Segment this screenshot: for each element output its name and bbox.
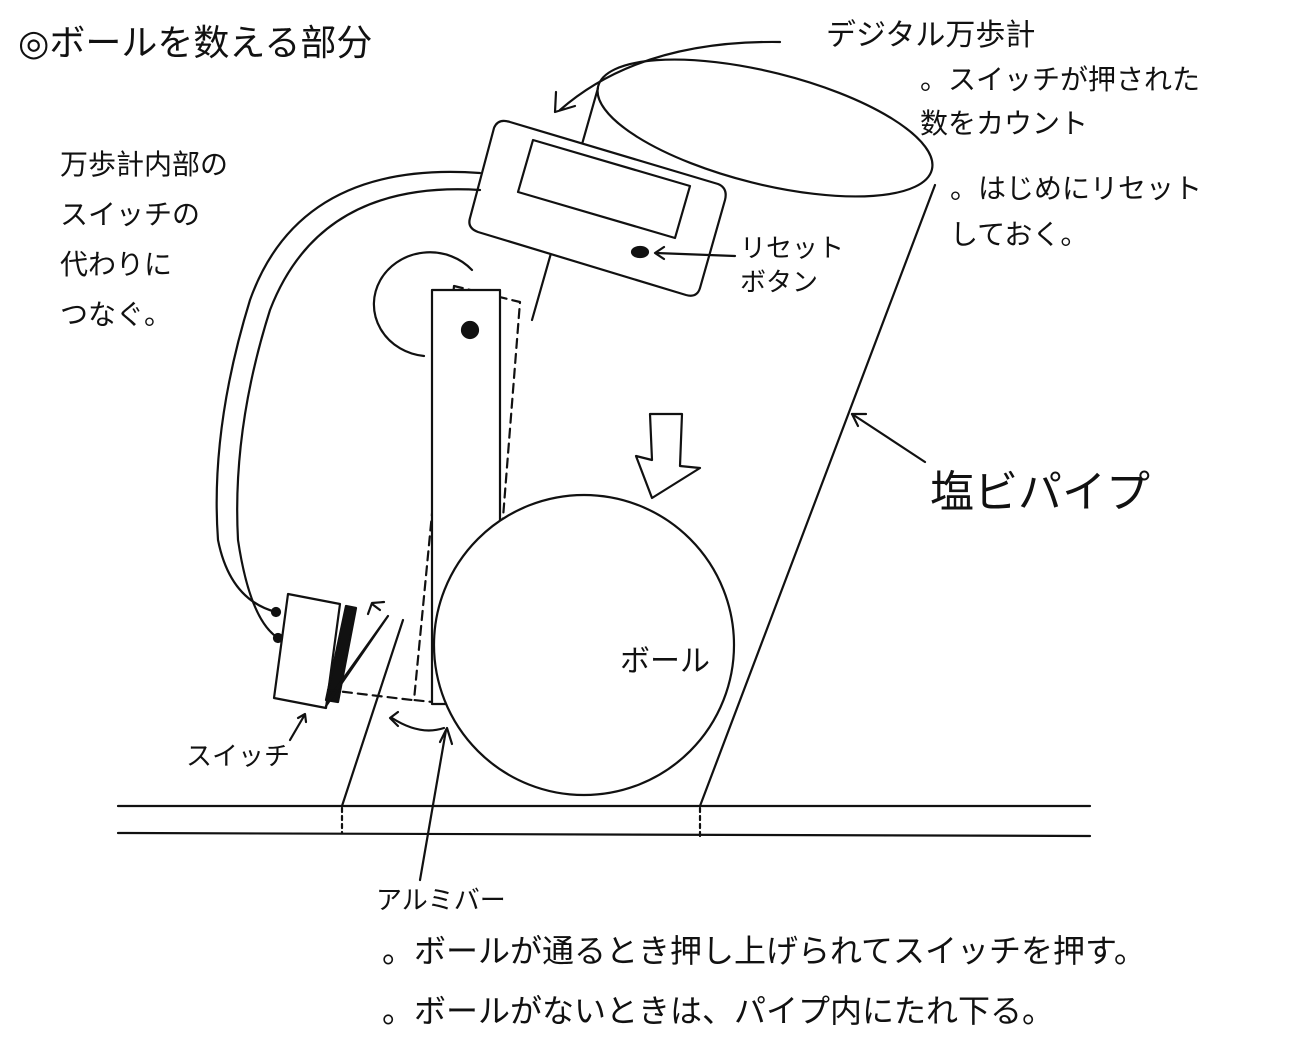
connection-wire (215, 170, 482, 644)
reset-button-label: リセット ボタン (740, 234, 845, 298)
dashed-links (326, 688, 414, 702)
pedometer-display (516, 138, 692, 240)
ball (432, 493, 736, 797)
switch-label: スイッチ (186, 742, 291, 772)
pivot-semicircle (372, 251, 474, 358)
pedometer-note-count: 。スイッチが押された 数をカウント (920, 63, 1201, 140)
pipe-label-arrow (850, 412, 927, 464)
swing-arrow (388, 710, 446, 732)
title: ◎ボールを数える部分 (18, 23, 373, 64)
switch-label-arrow (288, 712, 308, 742)
ball-label: ボール (620, 644, 710, 679)
digital-pedometer (468, 119, 727, 297)
pedometer-note-reset: 。はじめにリセット しておく。 (950, 172, 1203, 251)
switch (272, 592, 390, 710)
floor-lines (116, 804, 1092, 838)
ball-direction-arrow (634, 412, 702, 500)
bar-note-push: 。ボールが通るとき押し上げられてスイッチを押す。 (382, 932, 1146, 970)
bar-note-hang: 。ボールがないときは、パイプ内にたれ下る。 (382, 992, 1055, 1030)
pedometer-arrow (553, 40, 782, 114)
reset-arrow (653, 245, 737, 261)
reset-button-dot (630, 245, 650, 259)
pipe-label: 塩ビパイプ (930, 467, 1150, 518)
switch-lever-arrow (366, 600, 386, 616)
bar-label: アルミバー (376, 886, 506, 916)
pedometer-label: デジタル万歩計 (826, 18, 1036, 53)
wire-note: 万歩計内部の スイッチの 代わりに つなぐ。 (60, 148, 229, 331)
bar-label-arrow (418, 726, 454, 882)
